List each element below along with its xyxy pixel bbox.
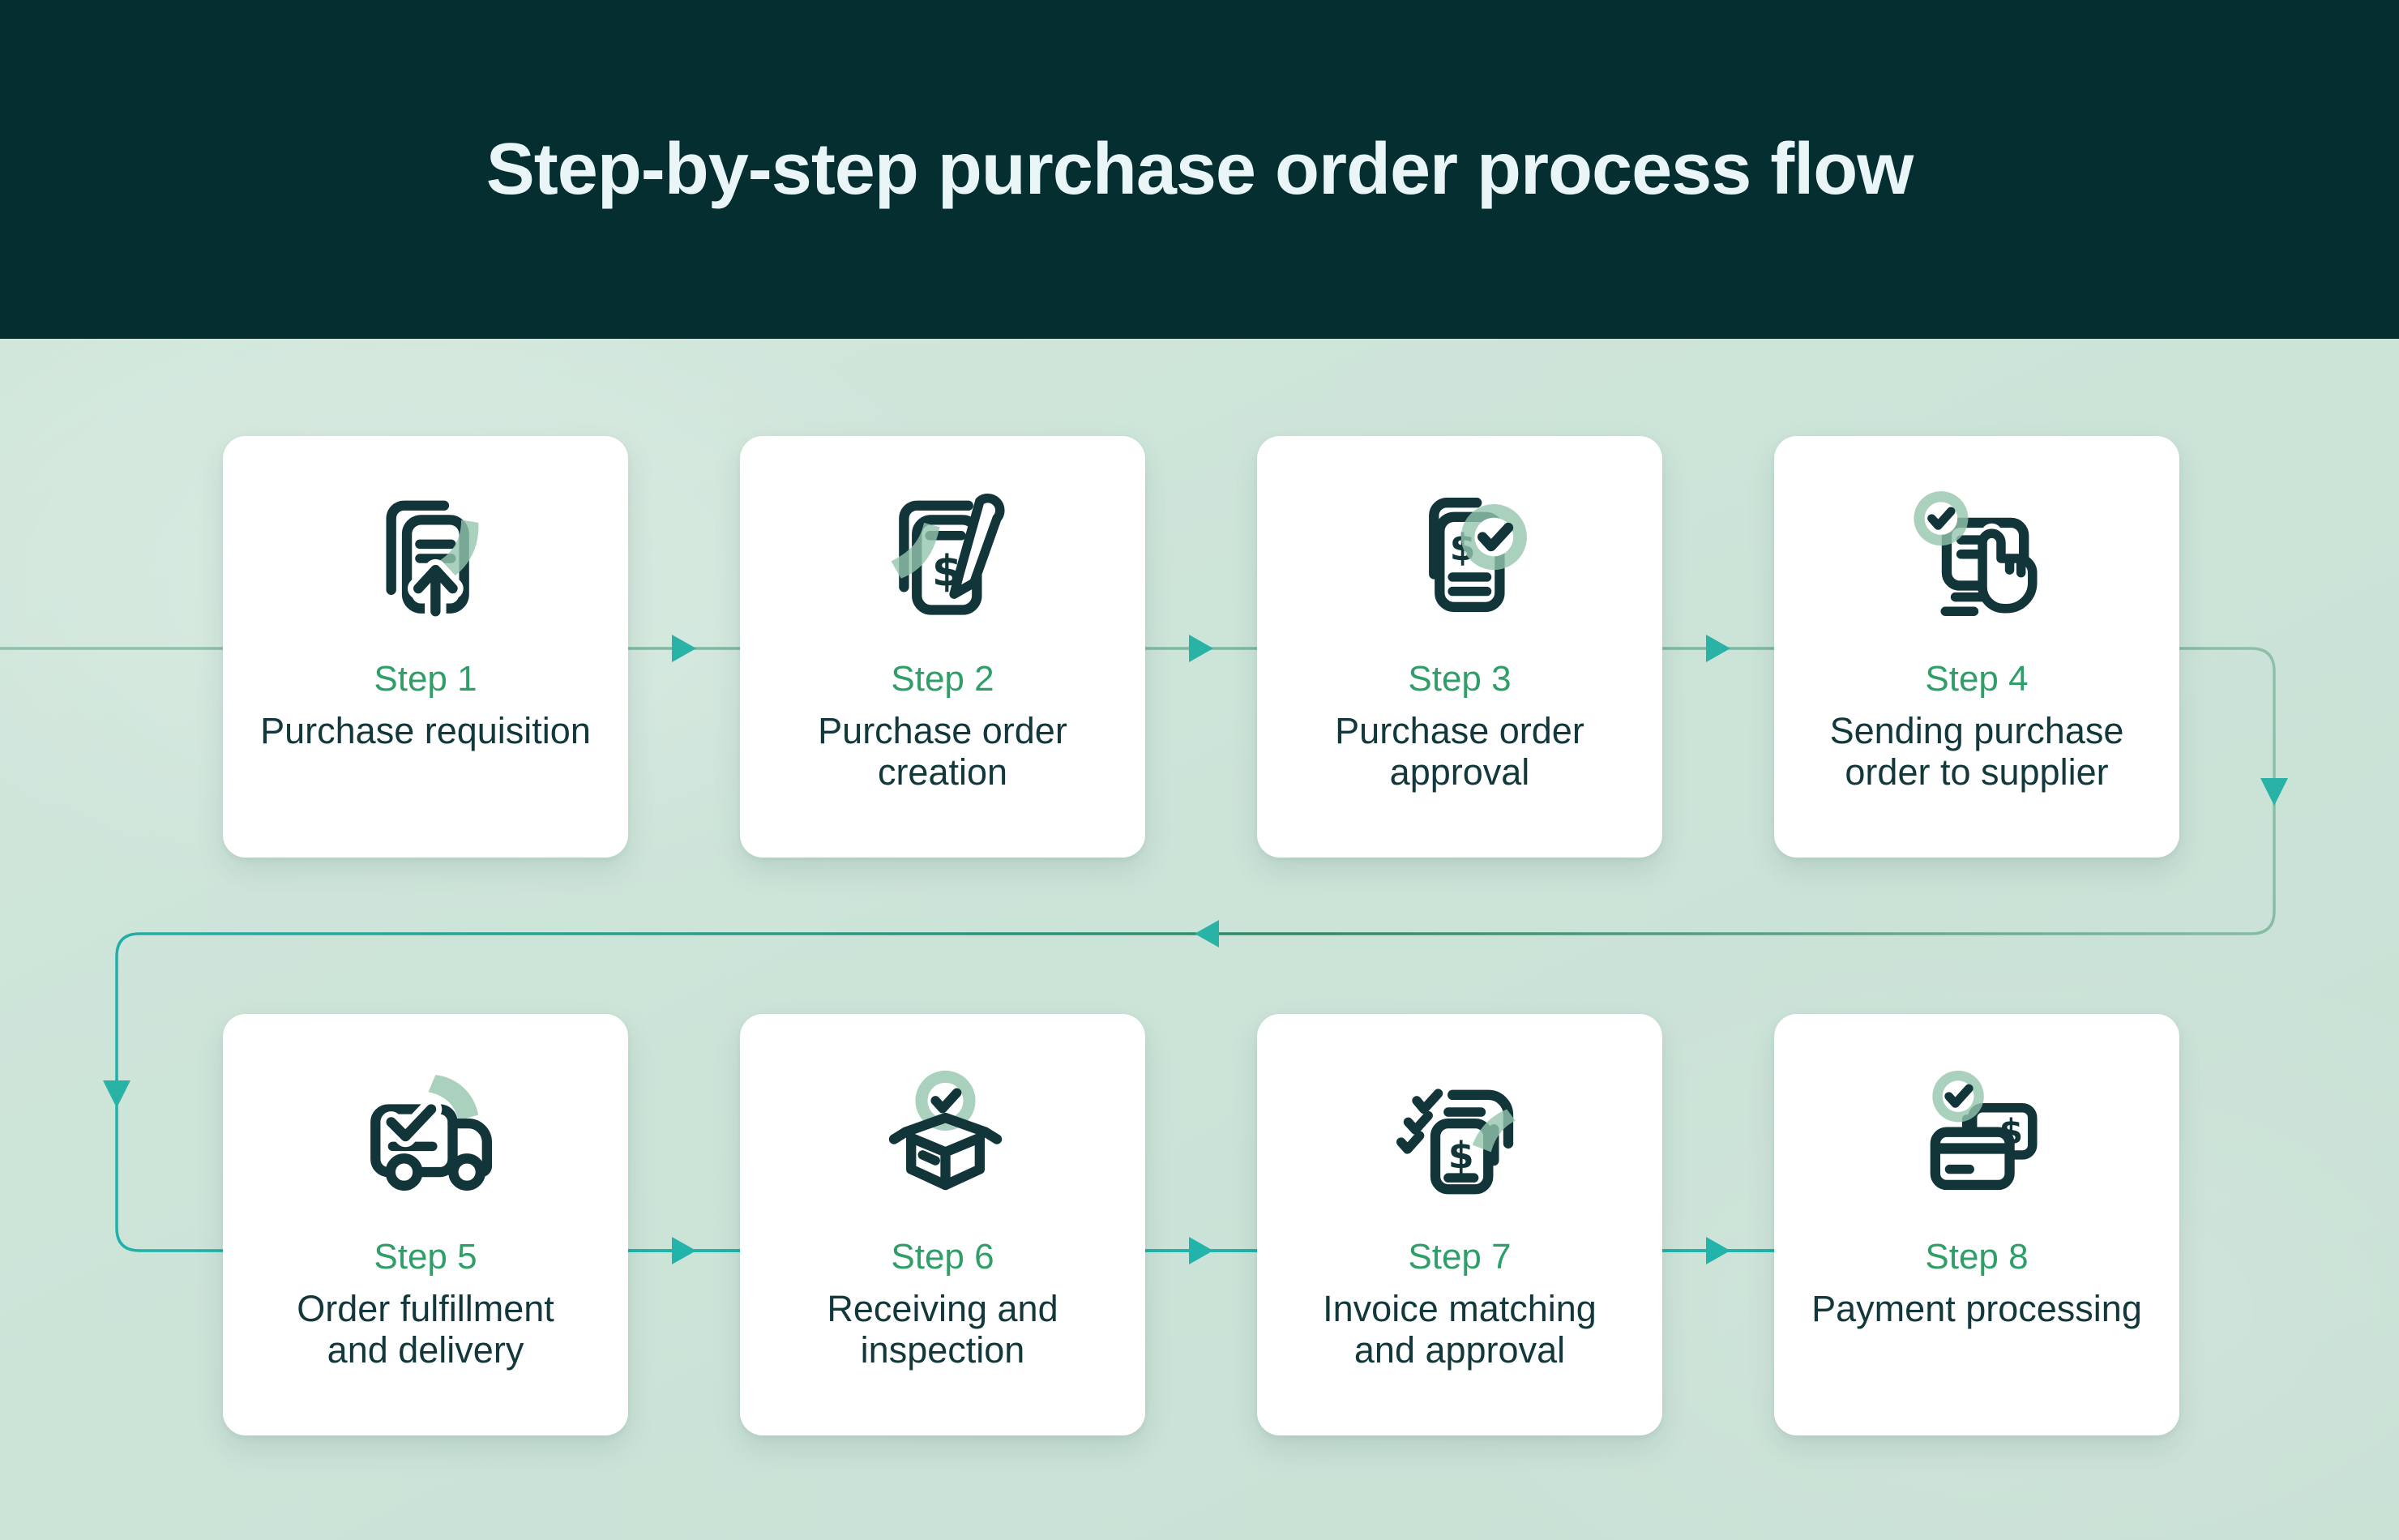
arrowhead-3-4 bbox=[1706, 635, 1730, 662]
step-title: Sending purchase order to supplier bbox=[1829, 710, 2124, 794]
step-card-2: Step 2 Purchase order creation bbox=[740, 436, 1145, 858]
step-card-5: Step 5 Order fulfillment and delivery bbox=[223, 1014, 628, 1435]
step-title: Invoice matching and approval bbox=[1323, 1288, 1597, 1371]
receiving-box-icon bbox=[864, 1058, 1021, 1215]
arrowhead-1-2 bbox=[672, 635, 696, 662]
arrowhead-5-6 bbox=[672, 1237, 696, 1264]
step-card-8: Step 8 Payment processing bbox=[1774, 1014, 2179, 1435]
header-banner: Step-by-step purchase order process flow bbox=[0, 0, 2399, 339]
step-title: Receiving and inspection bbox=[827, 1288, 1058, 1371]
step-title: Purchase order creation bbox=[818, 710, 1067, 794]
purchase-requisition-icon bbox=[347, 480, 504, 637]
purchase-order-approval-icon bbox=[1381, 480, 1538, 637]
step-title: Purchase requisition bbox=[260, 710, 591, 751]
step-title: Payment processing bbox=[1811, 1288, 2142, 1329]
arrowhead-down-right bbox=[2260, 778, 2288, 806]
step-card-6: Step 6 Receiving and inspection bbox=[740, 1014, 1145, 1435]
arrowhead-return-left bbox=[1195, 920, 1219, 948]
step-label: Step 6 bbox=[891, 1237, 994, 1277]
step-card-1: Step 1 Purchase requisition bbox=[223, 436, 628, 858]
step-title: Purchase order approval bbox=[1335, 710, 1584, 794]
purchase-order-creation-icon bbox=[864, 480, 1021, 637]
step-card-4: Step 4 Sending purchase order to supplie… bbox=[1774, 436, 2179, 858]
arrowhead-2-3 bbox=[1189, 635, 1213, 662]
step-label: Step 7 bbox=[1408, 1237, 1512, 1277]
arrowhead-down-left bbox=[103, 1080, 130, 1108]
step-title: Order fulfillment and delivery bbox=[297, 1288, 554, 1371]
step-card-3: Step 3 Purchase order approval bbox=[1257, 436, 1662, 858]
step-label: Step 5 bbox=[374, 1237, 477, 1277]
step-card-7: Step 7 Invoice matching and approval bbox=[1257, 1014, 1662, 1435]
step-label: Step 1 bbox=[374, 659, 477, 699]
step-label: Step 2 bbox=[891, 659, 994, 699]
arrowhead-7-8 bbox=[1706, 1237, 1730, 1264]
arrowhead-6-7 bbox=[1189, 1237, 1213, 1264]
send-purchase-order-icon bbox=[1898, 480, 2055, 637]
step-label: Step 4 bbox=[1925, 659, 2029, 699]
step-label: Step 8 bbox=[1925, 1237, 2029, 1277]
invoice-matching-icon bbox=[1381, 1058, 1538, 1215]
payment-card-icon bbox=[1898, 1058, 2055, 1215]
delivery-truck-icon bbox=[347, 1058, 504, 1215]
page-title: Step-by-step purchase order process flow bbox=[485, 128, 1914, 210]
step-label: Step 3 bbox=[1408, 659, 1512, 699]
